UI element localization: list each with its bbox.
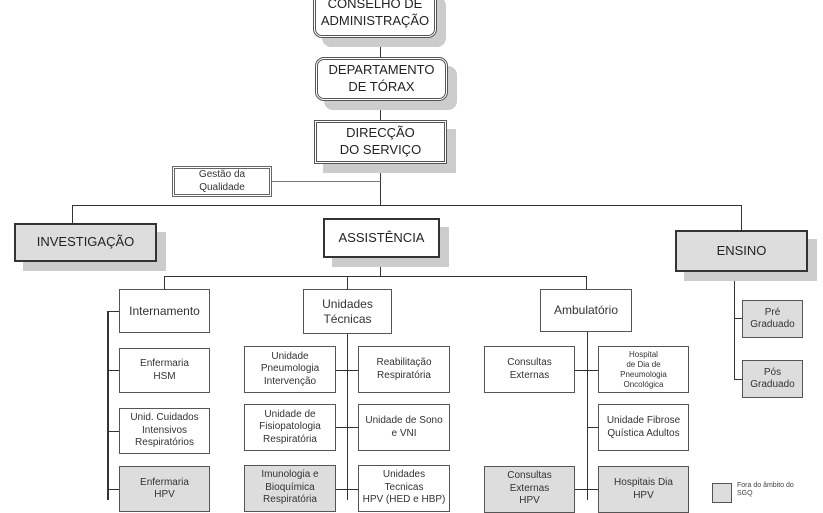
- connector: [107, 431, 119, 432]
- investigacao-box: INVESTIGAÇÃO: [14, 223, 157, 262]
- reabilitacao-respiratoria-box: Reabilitação Respiratória: [358, 346, 450, 393]
- ucir-box: Unid. Cuidados Intensivos Respiratórios: [119, 408, 210, 454]
- connector: [336, 370, 358, 371]
- connector: [164, 276, 165, 289]
- direccao-servico-box: DIRECÇÃO DO SERVIÇO: [314, 120, 447, 164]
- connector: [734, 379, 742, 380]
- unidade-sono-vni-box: Unidade de Sono e VNI: [358, 404, 450, 451]
- ambulatorio-box: Ambulatório: [540, 289, 632, 332]
- connector: [734, 272, 735, 380]
- connector: [336, 427, 358, 428]
- assistencia-box: ASSISTÊNCIA: [323, 218, 440, 258]
- conselho-administracao-box: CONSELHO DE ADMINISTRAÇÃO: [313, 0, 437, 38]
- pre-graduado-box: Pré Graduado: [742, 300, 803, 338]
- connector: [272, 181, 381, 182]
- connector: [107, 489, 119, 490]
- connector: [741, 205, 742, 230]
- enfermaria-hsm-box: Enfermaria HSM: [119, 348, 210, 393]
- connector: [575, 370, 598, 371]
- hospitais-dia-hpv-box: Hospitais Dia HPV: [598, 466, 689, 513]
- imunologia-bioquimica-box: Imunologia e Bioquímica Respiratória: [244, 465, 336, 512]
- gestao-qualidade-box: Gestão da Qualidade: [172, 166, 272, 197]
- connector: [587, 332, 588, 500]
- unidades-tecnicas-hpv-box: Unidades Tecnicas HPV (HED e HBP): [358, 465, 450, 512]
- unidade-pneumologia-intervencao-box: Unidade Pneumologia Intervenção: [244, 346, 336, 393]
- departamento-torax-box: DEPARTAMENTO DE TÓRAX: [315, 57, 448, 101]
- connector: [107, 311, 109, 500]
- legend-text: Fora do âmbito do SGQ: [737, 482, 794, 498]
- connector: [107, 370, 119, 371]
- ensino-box: ENSINO: [675, 230, 808, 272]
- consultas-externas-hpv-box: Consultas Externas HPV: [484, 466, 575, 513]
- connector: [336, 489, 358, 490]
- connector: [164, 276, 587, 277]
- connector: [380, 258, 381, 276]
- connector: [587, 427, 598, 428]
- enfermaria-hpv-box: Enfermaria HPV: [119, 466, 210, 512]
- connector: [72, 205, 742, 206]
- hospital-dia-oncologica-box: Hospital de Dia de Pneumologia Oncológic…: [598, 346, 689, 393]
- fibrose-quistica-box: Unidade Fibrose Quística Adultos: [598, 404, 689, 451]
- connector: [586, 276, 587, 289]
- fisiopatologia-respiratoria-box: Unidade de Fisiopatologia Respiratória: [244, 404, 336, 451]
- connector: [72, 205, 73, 223]
- pos-graduado-box: Pós Graduado: [742, 360, 803, 398]
- connector: [734, 318, 742, 319]
- internamento-box: Internamento: [119, 289, 210, 333]
- unidades-tecnicas-box: Unidades Técnicas: [303, 289, 392, 334]
- connector: [380, 30, 381, 205]
- legend-swatch: [712, 483, 732, 503]
- consultas-externas-box: Consultas Externas: [484, 346, 575, 393]
- connector: [107, 311, 119, 312]
- connector: [347, 276, 348, 289]
- connector: [347, 334, 348, 500]
- connector: [575, 489, 598, 490]
